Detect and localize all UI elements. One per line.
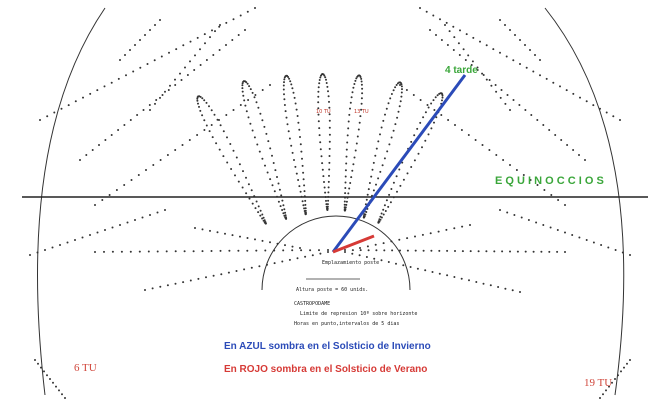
hour-inner-right-label: 13 TU — [354, 109, 369, 115]
post-location-label: Emplazamiento poste — [322, 260, 379, 266]
legend-line-2: Horas en punto,intervalos de 5 dias — [294, 321, 399, 327]
inner-semicircle — [261, 215, 411, 291]
summer-caption: En ROJO sombra en el Solsticio de Verano — [224, 364, 427, 375]
hour-right-label: 19 TU — [584, 377, 612, 389]
legend-title: CASTROPODAME — [294, 301, 330, 307]
legend-line-1: Limite de represion 10º sobre horizonte — [300, 311, 417, 317]
outer-right-arc — [544, 7, 625, 396]
afternoon-label: 4 tarde — [445, 65, 478, 76]
post-height-label: Altura poste = 60 unids. — [296, 287, 368, 293]
winter-caption: En AZUL sombra en el Solsticio de Invier… — [224, 341, 431, 352]
analemma-dots — [29, 7, 631, 399]
hour-inner-left-label: 10 TU — [316, 109, 331, 115]
equinox-label: E Q U I N O C C I O S — [495, 175, 604, 187]
winter-shadow-line — [331, 74, 467, 253]
outer-left-arc — [37, 7, 106, 396]
hour-left-label: 6 TU — [74, 362, 97, 374]
summer-shadow-line — [332, 234, 375, 254]
